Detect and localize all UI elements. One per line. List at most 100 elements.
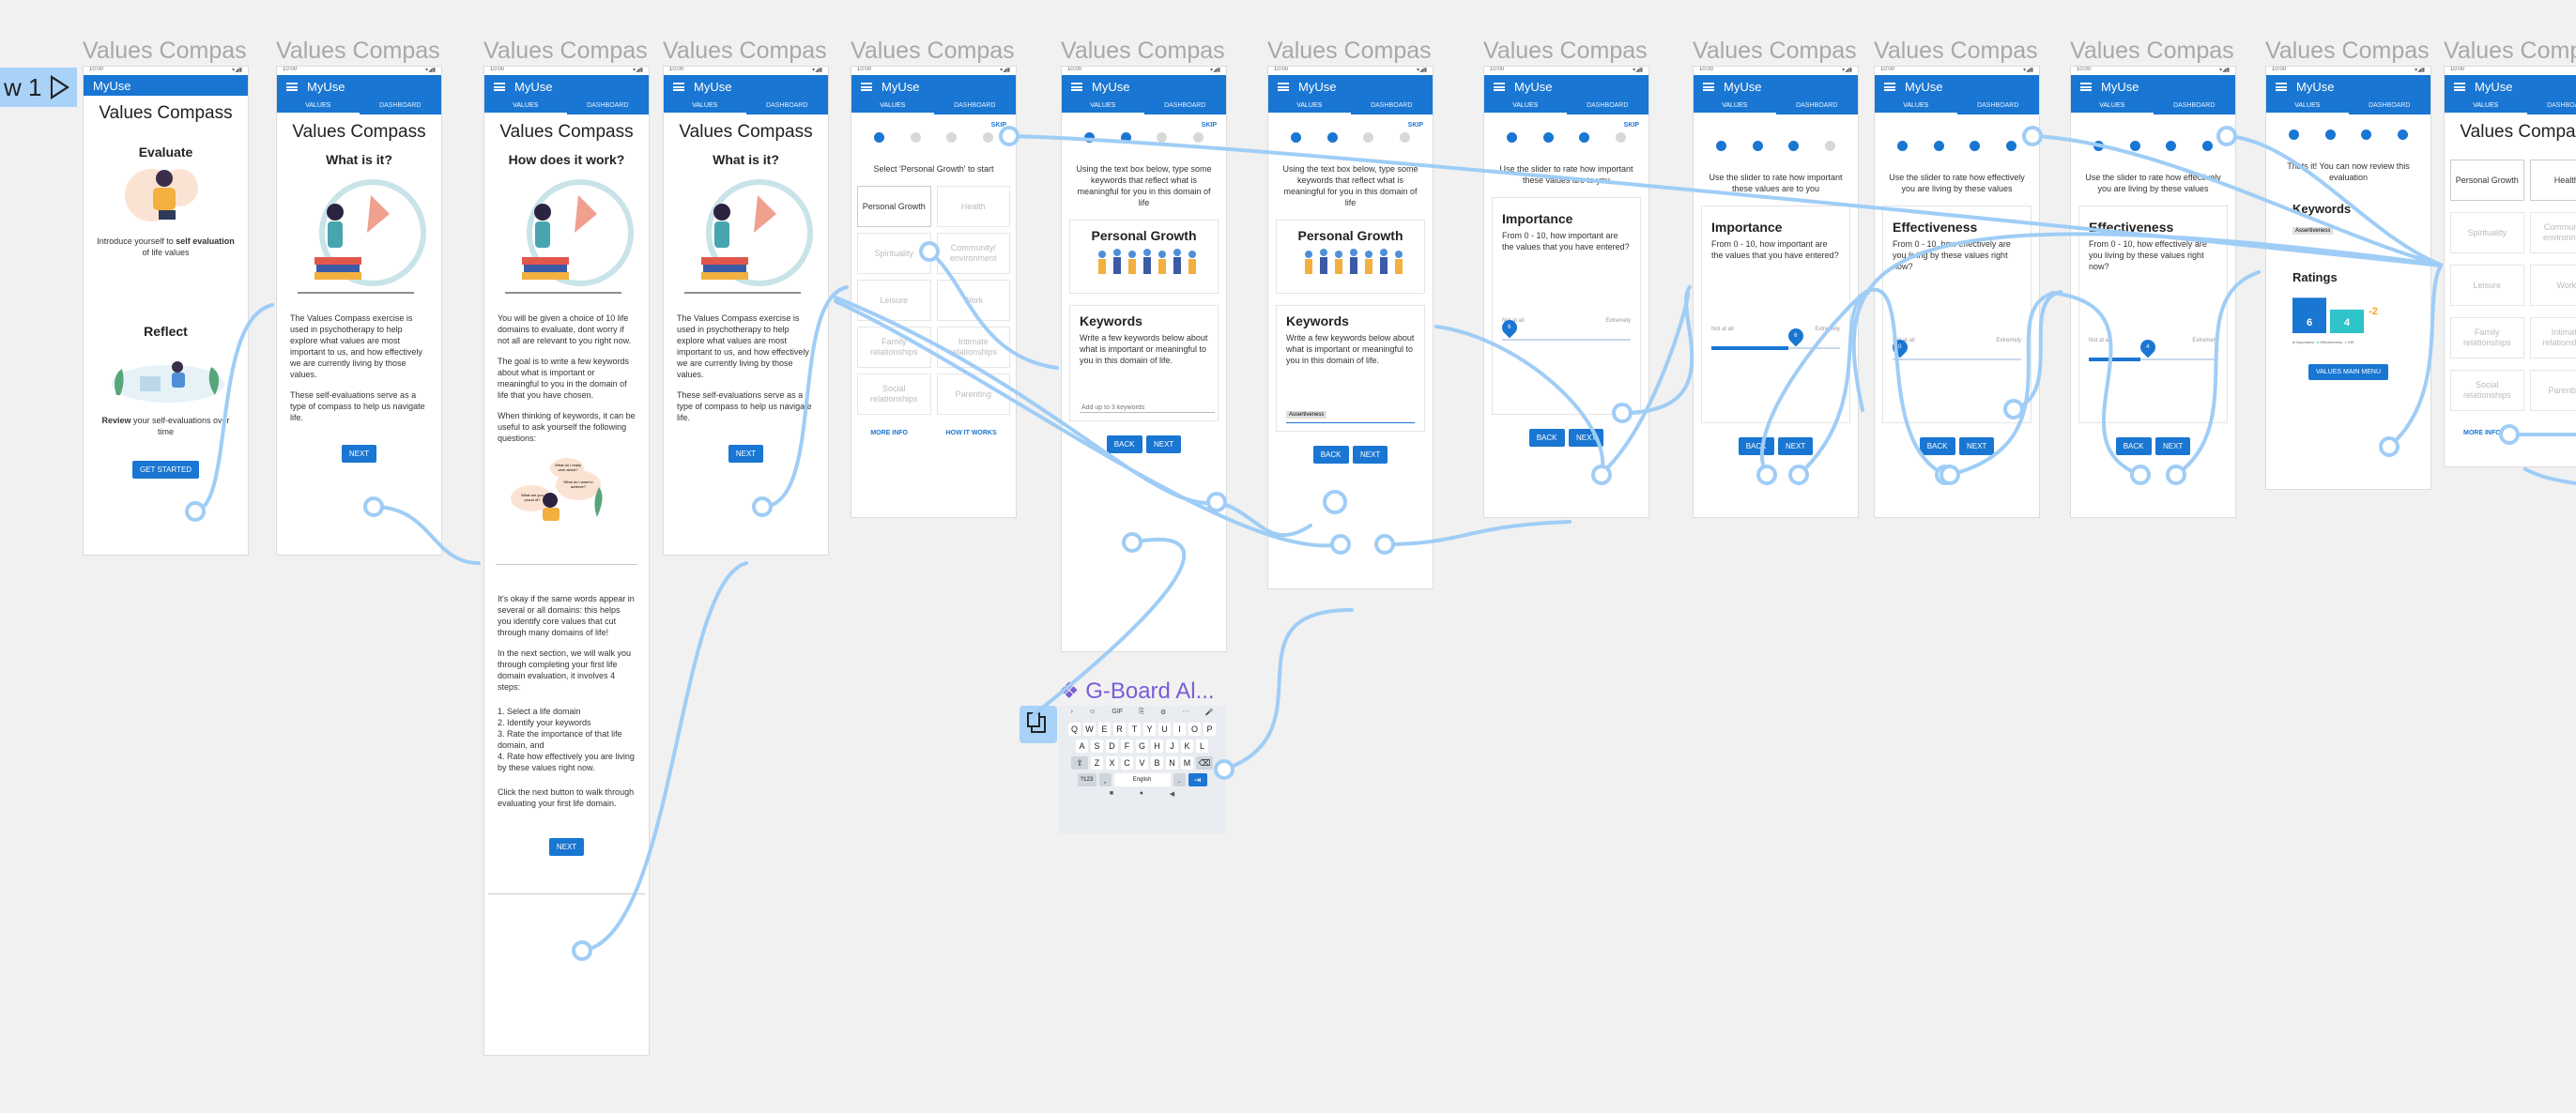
domain-tile[interactable]: Intimate relationships [936, 327, 1010, 368]
tab-dashboard[interactable]: DASHBOARD [766, 102, 808, 109]
tab-values[interactable]: VALUES [1268, 99, 1351, 114]
importance-slider[interactable]: 6 [1711, 325, 1840, 350]
keyboard-tool[interactable]: › [1070, 709, 1073, 715]
key[interactable]: C [1121, 756, 1133, 770]
enter-key[interactable]: ⇥ [1188, 773, 1207, 786]
key[interactable]: U [1158, 723, 1171, 736]
key[interactable]: R [1113, 723, 1126, 736]
frame-title[interactable]: Values Compass [2070, 38, 2234, 64]
frame-title[interactable]: Values Compass [2265, 38, 2430, 64]
tab-values[interactable]: VALUES [1484, 99, 1567, 114]
key[interactable]: O [1188, 723, 1201, 736]
next-button[interactable]: NEXT [1958, 437, 1995, 455]
back-button[interactable]: BACK [1312, 446, 1349, 464]
keyboard-component-title[interactable]: ❖ G-Board Al... [1059, 678, 1215, 704]
next-button[interactable]: NEXT [341, 445, 377, 463]
keyboard-tool[interactable]: ⚙ [1160, 709, 1167, 716]
domain-tile[interactable]: Community/ environment [2529, 212, 2576, 253]
menu-icon[interactable] [1884, 83, 1895, 91]
tab-values[interactable]: VALUES [1694, 99, 1776, 114]
skip-link[interactable]: SKIP [1201, 122, 1217, 129]
domain-tile[interactable]: Parenting [2529, 370, 2576, 411]
nav-back-icon[interactable]: ◀ [1169, 791, 1175, 798]
frame-title[interactable]: Values Compass [1267, 38, 1432, 64]
tab-dashboard[interactable]: DASHBOARD [1371, 102, 1413, 109]
menu-icon[interactable] [286, 83, 298, 91]
frame-title[interactable]: Values Compass [1483, 38, 1648, 64]
domain-tile[interactable]: Parenting [936, 374, 1010, 415]
domain-tile[interactable]: Family relationships [2450, 317, 2524, 358]
nav-home-icon[interactable]: ● [1139, 790, 1144, 797]
tab-dashboard[interactable]: DASHBOARD [1977, 102, 2019, 109]
domain-tile[interactable]: Family relationships [857, 327, 931, 368]
key[interactable]: H [1151, 739, 1163, 753]
next-button[interactable]: NEXT [2154, 437, 2191, 455]
menu-icon[interactable] [1071, 83, 1082, 91]
key[interactable]: T [1128, 723, 1141, 736]
tab-dashboard[interactable]: DASHBOARD [587, 102, 629, 109]
key[interactable]: B [1151, 756, 1163, 770]
keyboard-tool[interactable]: 🎤 [1204, 709, 1214, 716]
flow-starting-point[interactable]: w 1 [0, 68, 77, 107]
menu-icon[interactable] [1278, 83, 1289, 91]
tab-values[interactable]: VALUES [2445, 99, 2527, 114]
back-button[interactable]: BACK [1738, 437, 1774, 455]
key[interactable]: N [1166, 756, 1178, 770]
next-button[interactable]: NEXT [1145, 435, 1182, 453]
back-button[interactable]: BACK [1528, 429, 1565, 447]
menu-icon[interactable] [2276, 83, 2287, 91]
frame-title[interactable]: Values Compass [83, 38, 247, 64]
tab-dashboard[interactable]: DASHBOARD [2173, 102, 2216, 109]
more-info-link[interactable]: MORE INFO [2463, 430, 2501, 436]
next-button[interactable]: NEXT [1568, 429, 1604, 447]
back-button[interactable]: BACK [2115, 437, 2152, 455]
domain-tile[interactable]: Health [2529, 160, 2576, 201]
skip-link[interactable]: SKIP [1623, 122, 1639, 129]
back-button[interactable]: BACK [1919, 437, 1955, 455]
nav-square-icon[interactable]: ■ [1109, 790, 1114, 797]
key[interactable]: M [1181, 756, 1193, 770]
keyword-chip[interactable]: Assertiveness [2292, 227, 2334, 235]
tab-dashboard[interactable]: DASHBOARD [2369, 102, 2411, 109]
key[interactable]: I [1173, 723, 1186, 736]
tab-values[interactable]: VALUES [1062, 99, 1144, 114]
importance-slider[interactable]: 6 [1498, 316, 1631, 341]
keyboard-tool[interactable]: ⎘ [1139, 709, 1144, 715]
key[interactable]: X [1106, 756, 1118, 770]
tab-dashboard[interactable]: DASHBOARD [954, 102, 996, 109]
tab-dashboard[interactable]: DASHBOARD [1164, 102, 1206, 109]
key[interactable]: A [1076, 739, 1088, 753]
domain-tile[interactable]: Leisure [2450, 265, 2524, 306]
domain-tile[interactable]: Social relationships [2450, 370, 2524, 411]
key[interactable]: P [1204, 723, 1216, 736]
tab-values[interactable]: VALUES [1875, 99, 1957, 114]
tab-values[interactable]: VALUES [484, 99, 567, 114]
key[interactable]: S [1091, 739, 1103, 753]
domain-tile[interactable]: Work [2529, 265, 2576, 306]
domain-tile[interactable]: Spirituality [2450, 212, 2524, 253]
domain-tile[interactable]: Intimate relationships [2529, 317, 2576, 358]
tab-values[interactable]: VALUES [664, 99, 746, 114]
domain-tile[interactable]: Work [936, 280, 1010, 321]
frame-title[interactable]: Values Compass [483, 38, 648, 64]
next-button[interactable]: NEXT [1352, 446, 1388, 464]
next-button[interactable]: NEXT [728, 445, 764, 463]
domain-tile[interactable]: Health [936, 186, 1010, 227]
play-icon[interactable] [51, 75, 69, 99]
keywords-input[interactable] [1080, 404, 1215, 413]
component-icon[interactable] [1020, 706, 1057, 743]
key[interactable]: K [1181, 739, 1193, 753]
key[interactable]: V [1136, 756, 1148, 770]
effectiveness-slider[interactable]: 4 [2089, 336, 2217, 361]
space-key[interactable]: English [1113, 773, 1171, 786]
period-key[interactable]: . [1173, 773, 1186, 786]
domain-tile[interactable]: Community/ environment [936, 233, 1010, 274]
frame-title[interactable]: Values Compass [1874, 38, 2038, 64]
keyboard-tool[interactable]: GIF [1112, 709, 1124, 715]
key[interactable]: F [1121, 739, 1133, 753]
keyboard-tool[interactable]: ··· [1182, 709, 1189, 715]
back-button[interactable]: BACK [1106, 435, 1142, 453]
keyboard-tool[interactable]: ☺ [1089, 709, 1096, 715]
skip-link[interactable]: SKIP [1407, 122, 1423, 129]
tab-values[interactable]: VALUES [2266, 99, 2349, 114]
